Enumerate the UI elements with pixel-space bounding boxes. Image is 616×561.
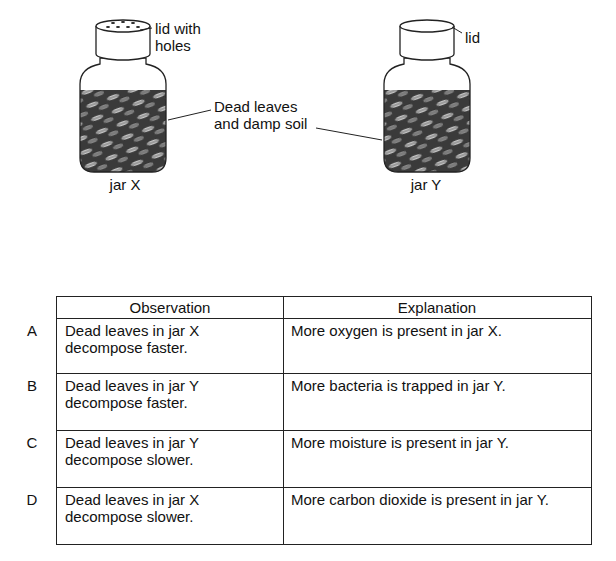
- table-cell: More carbon dioxide is present in jar Y.: [291, 491, 587, 508]
- lid-holes: [106, 21, 140, 28]
- option-letter: A: [22, 322, 42, 339]
- part-label: lid with holes: [155, 20, 225, 54]
- table-cell: More moisture is present in jar Y.: [291, 434, 587, 451]
- jar-name: jar X: [100, 176, 150, 193]
- table-cell: More bacteria is trapped in jar Y.: [291, 377, 587, 394]
- part-label: Dead leaves and damp soil: [214, 98, 322, 132]
- jar-name: jar Y: [401, 176, 451, 193]
- part-label: lid: [465, 29, 505, 46]
- table-cell: Dead leaves in jar Y decompose faster.: [65, 377, 277, 411]
- option-letter: C: [22, 434, 42, 451]
- table-cell: Dead leaves in jar X decompose faster.: [65, 322, 277, 356]
- table-cell: Dead leaves in jar Y decompose slower.: [65, 434, 277, 468]
- option-letter: D: [22, 491, 42, 508]
- table-header: Observation: [60, 299, 280, 316]
- table-header: Explanation: [287, 299, 587, 316]
- jar-y: [382, 20, 474, 176]
- table-cell: More oxygen is present in jar X.: [291, 322, 587, 339]
- table-cell: Dead leaves in jar X decompose slower.: [65, 491, 277, 525]
- option-letter: B: [22, 377, 42, 394]
- table-grid: [57, 297, 592, 545]
